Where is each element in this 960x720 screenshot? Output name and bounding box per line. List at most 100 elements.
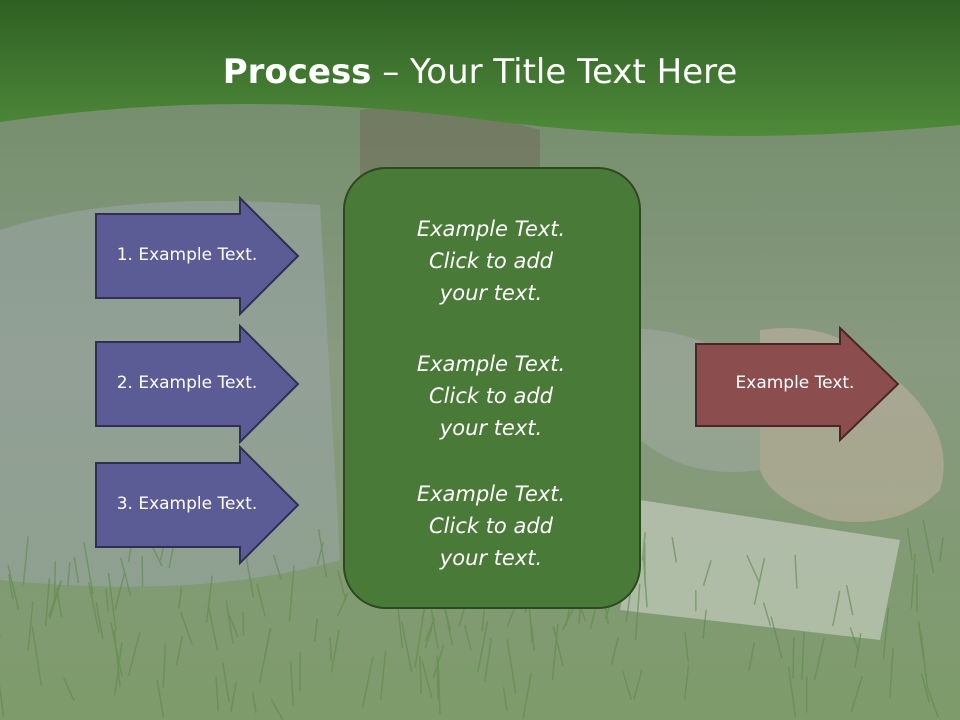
center-box <box>343 167 641 609</box>
grass-blade <box>522 672 532 719</box>
grass-blade <box>684 631 690 663</box>
grass-blade <box>801 632 805 680</box>
grass-blade <box>27 601 34 651</box>
grass-blade <box>476 620 489 673</box>
grass-blade <box>272 554 282 581</box>
grass-blade <box>419 656 423 695</box>
center-text-line: Click to add <box>428 249 553 273</box>
grass-blade <box>113 630 121 687</box>
grass-blade <box>215 676 220 712</box>
grass-blade <box>336 592 349 617</box>
grass-blade <box>114 572 126 610</box>
book-shape <box>620 500 900 640</box>
grass-blade <box>289 661 294 706</box>
grass-blade <box>634 583 641 640</box>
center-text-line: Click to add <box>428 384 553 408</box>
slide-title: Process – Your Title Text Here <box>0 52 960 92</box>
grass-blade <box>361 657 374 708</box>
grass-blade <box>7 564 20 610</box>
grass-blade <box>178 587 183 609</box>
grass-blade <box>641 532 647 561</box>
grass-blade <box>421 660 433 699</box>
grass-blade <box>484 637 493 682</box>
grass-blade <box>337 570 347 601</box>
grass-blade <box>329 637 333 661</box>
grass-blade <box>920 673 931 704</box>
grass-blade <box>179 611 193 645</box>
grass-blade <box>746 554 760 583</box>
grass-blade <box>313 618 318 642</box>
grass-blade <box>622 670 632 701</box>
grass-blade <box>770 616 783 659</box>
center-text-line: Example Text. <box>416 352 566 376</box>
center-text-block-1: Example Text. Click to add your text. <box>352 213 630 309</box>
grass-blade <box>910 553 917 609</box>
grass-blade <box>939 536 944 561</box>
grass-blade <box>813 637 826 681</box>
title-rest: – Your Title Text Here <box>371 52 738 92</box>
grass-blade <box>506 639 517 694</box>
grass-blade <box>792 637 795 679</box>
grass-blade <box>762 602 772 627</box>
grass-blade <box>127 632 141 677</box>
grass-blade <box>256 583 266 617</box>
grass-blade <box>53 561 57 602</box>
grass-blade <box>44 578 51 627</box>
center-text-line: your text. <box>439 546 543 570</box>
grass-blade <box>105 588 109 613</box>
grass-blade <box>849 627 860 652</box>
grass-blade <box>22 536 29 585</box>
grass-blade <box>107 572 117 632</box>
grass-blade <box>530 625 535 651</box>
center-text-line: Example Text. <box>416 217 566 241</box>
grass-blade <box>832 590 841 627</box>
grass-blade <box>162 644 167 688</box>
grass-blade <box>66 561 71 586</box>
grass-blade <box>175 635 184 666</box>
center-text-line: Click to add <box>428 514 553 538</box>
center-text-block-3: Example Text. Click to add your text. <box>352 478 630 574</box>
grass-blade <box>633 669 643 700</box>
grass-blade <box>683 665 690 700</box>
left-arrow-2-label: 2. Example Text. <box>116 373 258 393</box>
grass-blade <box>882 607 890 660</box>
grass-blade <box>889 647 894 698</box>
grass-blade <box>379 650 387 700</box>
grass-blade <box>850 676 863 712</box>
grass-blade <box>222 662 230 702</box>
grass-blade <box>642 555 648 608</box>
grass-blade <box>552 625 564 666</box>
grass-blade <box>120 557 132 597</box>
grass-blade <box>83 541 94 595</box>
grass-blade <box>424 627 433 649</box>
grass-blade <box>87 582 100 633</box>
grass-blade <box>702 560 712 586</box>
grass-blade <box>316 541 324 565</box>
left-arrow-3 <box>95 444 300 566</box>
grass-blade <box>7 574 14 600</box>
grass-blade <box>610 636 620 665</box>
grass-blade <box>926 686 939 718</box>
grass-blade <box>702 609 707 639</box>
grass-blade <box>794 554 798 589</box>
grass-blade <box>906 527 913 561</box>
center-text-block-2: Example Text. Click to add your text. <box>352 348 630 444</box>
grass-blade <box>787 666 797 718</box>
left-arrow-1 <box>95 195 300 317</box>
center-text-line: your text. <box>439 416 543 440</box>
center-text-line: Example Text. <box>416 482 566 506</box>
grass-blade <box>207 605 219 651</box>
left-arrow-1-label: 1. Example Text. <box>116 245 258 265</box>
title-bold: Process <box>222 52 372 92</box>
right-arrow-label: Example Text. <box>735 373 855 393</box>
center-text-line: your text. <box>439 281 543 305</box>
grass-blade <box>264 628 272 654</box>
grass-blade <box>228 614 239 638</box>
grass-blade <box>920 630 929 688</box>
grass-blade <box>854 633 862 668</box>
grass-blade <box>845 585 854 616</box>
left-arrow-2 <box>95 323 300 445</box>
grass-blade <box>225 600 234 644</box>
grass-blade <box>753 557 766 605</box>
